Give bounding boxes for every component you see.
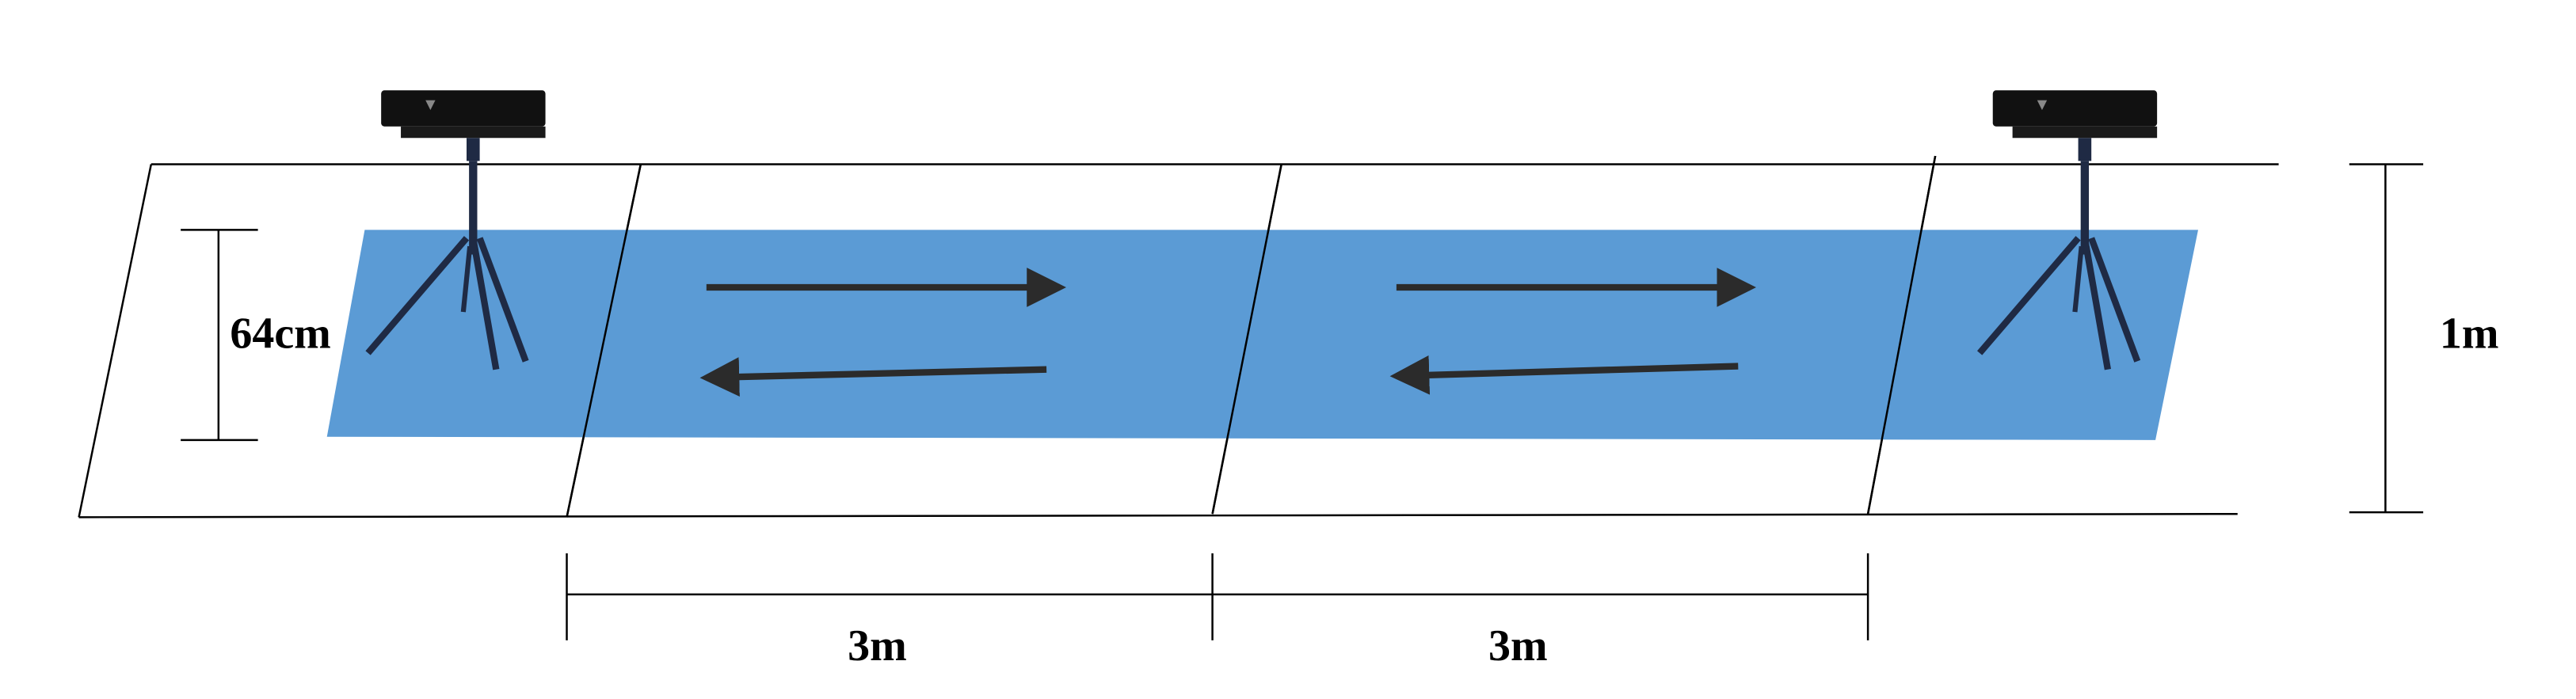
segment-2-label: 3m (1488, 621, 1548, 671)
arrow-left-icon (1389, 355, 1739, 395)
area-width-dimension: 1m (2349, 163, 2499, 514)
lane-width-dimension: 64cm (181, 229, 331, 442)
segment-dimension: 3m 3m (566, 553, 1869, 671)
area-width-label: 1m (2440, 310, 2499, 359)
segment-1-label: 3m (848, 621, 907, 671)
walking-arrows (699, 268, 1757, 397)
arrow-left-icon (699, 357, 1047, 397)
lane-width-label: 64cm (230, 310, 330, 359)
